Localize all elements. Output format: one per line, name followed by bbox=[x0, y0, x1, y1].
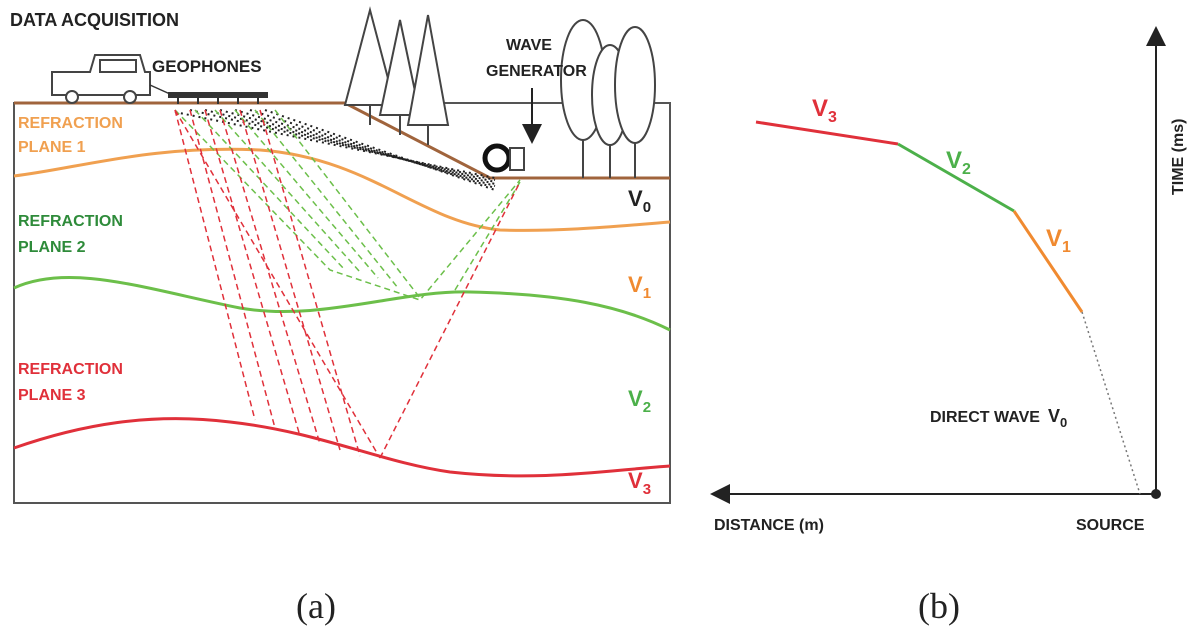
time-axis-label: TIME (ms) bbox=[1170, 119, 1187, 195]
segment-v1-line bbox=[1012, 210, 1084, 313]
surface-wave-rays bbox=[174, 109, 496, 191]
wave-generator-icon bbox=[482, 88, 542, 173]
data-acquisition-label: DATA ACQUISITION bbox=[10, 10, 179, 30]
segment-v2-line bbox=[897, 142, 1015, 213]
refraction-plane-1-line bbox=[13, 147, 671, 232]
generator-label: GENERATOR bbox=[486, 63, 587, 80]
wave-label: WAVE bbox=[506, 37, 552, 54]
velocity-v2-label: V2 bbox=[628, 386, 651, 416]
ground-surface bbox=[14, 101, 670, 180]
acquisition-truck-icon bbox=[51, 54, 151, 104]
segment-v2-label: V2 bbox=[946, 147, 971, 178]
segment-v1-label: V1 bbox=[1046, 225, 1071, 256]
trees-right-icon bbox=[560, 19, 656, 178]
refraction-rays-plane-1 bbox=[174, 109, 521, 301]
velocity-v0-label: V0 bbox=[628, 186, 651, 216]
refraction-plane-2-label-b: PLANE 2 bbox=[18, 239, 86, 256]
refraction-plane-2-label-a: REFRACTION bbox=[18, 213, 123, 230]
panel-a-caption: (a) bbox=[296, 586, 336, 626]
refraction-rays-plane-3 bbox=[174, 109, 521, 459]
source-label: SOURCE bbox=[1076, 517, 1145, 534]
geophones-icon bbox=[149, 84, 268, 104]
velocity-v3-label: V3 bbox=[628, 468, 651, 498]
refraction-plane-3-label-b: PLANE 3 bbox=[18, 387, 86, 404]
source-point bbox=[1151, 489, 1161, 499]
distance-axis-label: DISTANCE (m) bbox=[714, 517, 824, 534]
refraction-plane-3-line bbox=[13, 417, 671, 478]
panel-b-caption: (b) bbox=[918, 586, 960, 626]
panel-a: DATA ACQUISITION GEOPHONES WAVE GENERATO… bbox=[10, 6, 671, 626]
refraction-plane-1-label-a: REFRACTION bbox=[18, 115, 123, 132]
refraction-plane-1-label-b: PLANE 1 bbox=[18, 139, 86, 156]
refraction-plane-2-line bbox=[13, 275, 671, 332]
segment-v3-line bbox=[755, 120, 899, 146]
velocity-v1-label: V1 bbox=[628, 272, 651, 302]
direct-wave-line bbox=[1081, 311, 1141, 495]
geophones-label: GEOPHONES bbox=[152, 57, 262, 76]
trees-left-icon bbox=[343, 6, 450, 145]
segment-v3-label: V3 bbox=[812, 95, 837, 126]
refraction-plane-3-label-a: REFRACTION bbox=[18, 361, 123, 378]
cross-section-frame bbox=[13, 102, 671, 504]
